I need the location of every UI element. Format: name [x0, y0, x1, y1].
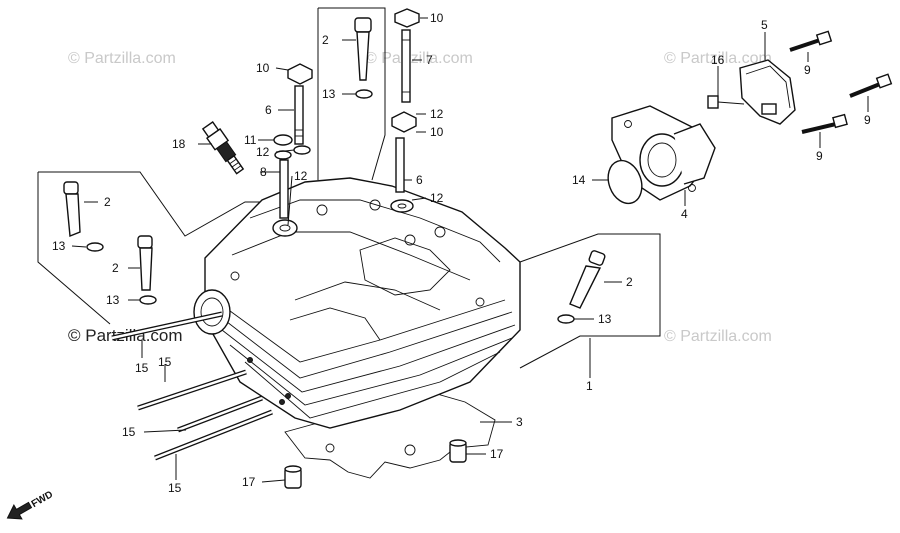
group-outline-left	[37, 171, 262, 325]
watermark-mid-right: © Partzilla.com	[664, 328, 772, 345]
stud-bolt-left	[294, 85, 304, 145]
group-outline-right	[519, 233, 661, 369]
callout-9-low: 9	[816, 149, 823, 163]
o-ring-14	[607, 159, 643, 205]
nut-top-right	[394, 8, 420, 28]
nut-washer-12-head	[272, 219, 298, 237]
callout-14: 14	[572, 173, 586, 187]
nut-top-left	[287, 63, 313, 85]
callout-labels: 1 2 2 2 2 3 4 5 6 6 7 8 9 9 9 10 10 10 1…	[52, 11, 871, 495]
stud-bolt-8	[279, 159, 289, 219]
valve-adjuster-left-2	[137, 235, 157, 305]
watermark-top-center: © Partzilla.com	[365, 50, 473, 67]
callout-4: 4	[681, 207, 688, 221]
nut-washer-right	[391, 111, 417, 133]
callout-15-c: 15	[122, 425, 136, 439]
callout-16: 16	[711, 53, 725, 67]
callout-2-top: 2	[322, 33, 329, 47]
callout-11: 11	[244, 133, 257, 147]
callout-12-left-lower: 12	[294, 169, 308, 183]
callout-18: 18	[172, 137, 186, 151]
callout-5: 5	[761, 18, 768, 32]
callout-6-left: 6	[265, 103, 272, 117]
screw-16	[707, 95, 745, 109]
leader-lines	[71, 17, 869, 483]
cylinder-head-gasket	[284, 391, 496, 479]
callout-10-left: 10	[256, 61, 270, 75]
callout-10-top-right: 10	[430, 11, 444, 25]
valve-adjuster-right	[557, 250, 606, 324]
clamp-band	[739, 59, 796, 125]
callout-13-left-upper: 13	[52, 239, 66, 253]
callout-7: 7	[426, 53, 433, 67]
callout-12-left-upper: 12	[256, 145, 270, 159]
spark-plug	[201, 121, 245, 175]
forward-arrow: FWD	[6, 489, 55, 520]
forward-label: FWD	[30, 489, 55, 510]
callout-3: 3	[516, 415, 523, 429]
watermark-top-right: © Partzilla.com	[664, 50, 772, 67]
callout-2-left-upper: 2	[104, 195, 111, 209]
callout-6-right: 6	[416, 173, 423, 187]
valve-adjuster-top	[354, 17, 373, 99]
dowel-pins	[111, 311, 273, 461]
callout-10-right: 10	[430, 125, 444, 139]
group-outline-top	[317, 7, 386, 181]
callout-1: 1	[586, 379, 593, 393]
bolt-9-top	[789, 30, 833, 52]
callout-2-left-lower: 2	[112, 261, 119, 275]
callout-9-top: 9	[804, 63, 811, 77]
callout-15-b: 15	[158, 355, 172, 369]
callout-17-left: 17	[242, 475, 256, 489]
callout-12-right-upper: 12	[430, 107, 444, 121]
callout-2-right: 2	[626, 275, 633, 289]
watermark-top-left: © Partzilla.com	[68, 50, 176, 67]
callout-17-right: 17	[490, 447, 504, 461]
callout-15-a: 15	[135, 361, 149, 375]
washer-12-right	[390, 199, 414, 213]
dowel-17-right	[449, 439, 467, 463]
cylinder-head	[193, 177, 521, 429]
valve-adjuster-left-1	[63, 181, 104, 252]
callout-8: 8	[260, 165, 267, 179]
callout-13-top: 13	[322, 87, 336, 101]
bolt-9-mid	[849, 73, 893, 98]
callout-13-right: 13	[598, 312, 612, 326]
washer-12-left	[274, 145, 311, 160]
callout-12-right-lower: 12	[430, 191, 444, 205]
callout-13-left-lower: 13	[106, 293, 120, 307]
stud-bolt-7	[401, 29, 411, 103]
washer-11	[273, 134, 293, 146]
bolt-9-low	[801, 113, 848, 134]
callout-9-mid: 9	[864, 113, 871, 127]
callout-15-d: 15	[168, 481, 182, 495]
dowel-17-left	[284, 465, 302, 489]
stud-bolt-6-right	[395, 137, 405, 193]
